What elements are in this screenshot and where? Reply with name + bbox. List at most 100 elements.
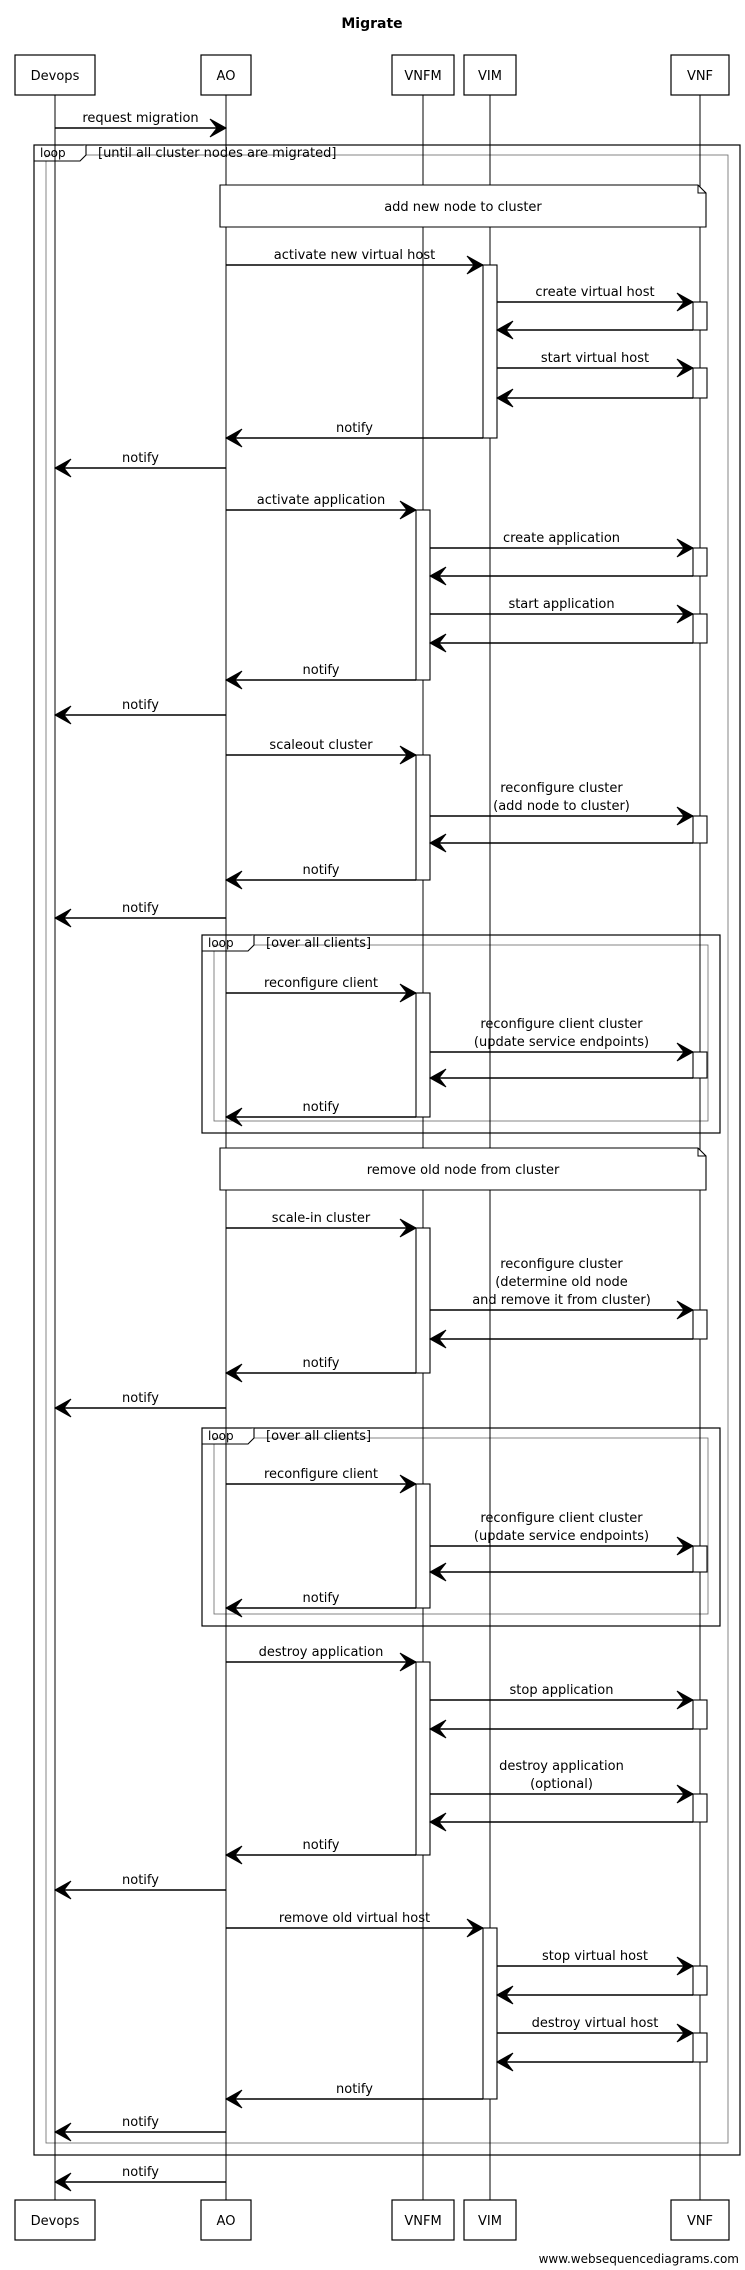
participant-label: VNFM xyxy=(404,69,441,84)
message-label: (determine old node xyxy=(495,1275,628,1290)
arrow-head xyxy=(495,2052,514,2072)
loop-keyword: loop xyxy=(40,146,66,160)
message-label: and remove it from cluster) xyxy=(472,1293,651,1308)
message-arrow: request migration xyxy=(55,111,226,129)
message-arrow: notify xyxy=(226,863,416,881)
activation-vnfm xyxy=(415,1661,431,1856)
loop-condition: [until all cluster nodes are migrated] xyxy=(98,146,336,161)
note-text: remove old node from cluster xyxy=(367,1163,560,1178)
message-arrow: notify xyxy=(55,1391,226,1409)
participant-ao-top: AO xyxy=(200,54,252,96)
message-label: scale-in cluster xyxy=(272,1211,371,1226)
message-arrow: destroy application(optional) xyxy=(430,1759,693,1795)
activation-vim xyxy=(482,1927,498,2100)
arrow-head xyxy=(676,1536,695,1556)
message-arrow: create virtual host xyxy=(497,285,693,303)
participant-label: VNFM xyxy=(404,2214,441,2229)
message-label: notify xyxy=(122,2165,159,2180)
message-arrow: activate new virtual host xyxy=(226,248,483,266)
arrow-head xyxy=(676,292,695,312)
message-label: create virtual host xyxy=(535,285,654,300)
message-arrow: stop application xyxy=(430,1683,693,1701)
message-arrow: notify xyxy=(226,1100,416,1118)
participant-devops-bottom: Devops xyxy=(14,2199,96,2241)
message-label: notify xyxy=(303,1100,340,1115)
loop-frame: loop [until all cluster nodes are migrate… xyxy=(33,144,741,2156)
activation-vnfm xyxy=(415,1483,431,1609)
arrow-head xyxy=(676,806,695,826)
participant-label: VIM xyxy=(478,69,502,84)
arrow-head xyxy=(224,1107,243,1127)
message-label: (update service endpoints) xyxy=(474,1529,649,1544)
message-label: scaleout cluster xyxy=(269,738,373,753)
activation-vnfm xyxy=(415,509,431,681)
message-label: (update service endpoints) xyxy=(474,1035,649,1050)
activation-vnfm xyxy=(415,992,431,1118)
arrow-head xyxy=(53,458,72,478)
message-label: reconfigure client cluster xyxy=(480,1511,643,1526)
loop-condition: [over all clients] xyxy=(266,936,371,951)
participant-ao-bottom: AO xyxy=(200,2199,252,2241)
participant-label: VNF xyxy=(687,2214,713,2229)
loop-keyword: loop xyxy=(208,1429,234,1443)
message-arrow: notify xyxy=(55,901,226,919)
message-label: activate new virtual host xyxy=(274,248,435,263)
message-arrow: notify xyxy=(226,1838,416,1856)
participant-vnf-top: VNF xyxy=(670,54,730,96)
message-label: create application xyxy=(503,531,620,546)
message-label: stop application xyxy=(510,1683,614,1698)
message-label: reconfigure client xyxy=(264,1467,378,1482)
message-label: reconfigure cluster xyxy=(500,1257,623,1272)
participant-label: VIM xyxy=(478,2214,502,2229)
arrow-head xyxy=(428,1812,447,1832)
note: add new node to cluster xyxy=(219,184,707,228)
activation-vnf xyxy=(692,1793,708,1823)
participant-devops-top: Devops xyxy=(14,54,96,96)
message-arrow: notify xyxy=(55,451,226,469)
message-arrow: destroy virtual host xyxy=(497,2016,693,2034)
diagram-title: Migrate xyxy=(341,16,402,32)
activation-vnf xyxy=(692,2032,708,2063)
message-label: (optional) xyxy=(530,1777,593,1792)
arrow-head xyxy=(224,428,243,448)
arrow-head xyxy=(495,320,514,340)
arrow-head xyxy=(399,745,418,765)
participant-vnfm-top: VNFM xyxy=(391,54,455,96)
message-label: notify xyxy=(303,663,340,678)
activation-vnf xyxy=(692,1699,708,1730)
message-label: request migration xyxy=(82,111,198,126)
message-label: reconfigure client cluster xyxy=(480,1017,643,1032)
message-label: destroy application xyxy=(259,1645,384,1660)
message-arrow: scaleout cluster xyxy=(226,738,416,756)
message-arrow: destroy application xyxy=(226,1645,416,1663)
message-arrow: reconfigure client cluster (update servic… xyxy=(430,1511,693,1547)
arrow-head xyxy=(676,604,695,624)
participant-vim-top: VIM xyxy=(463,54,517,96)
participant-label: AO xyxy=(217,2214,236,2229)
message-label: notify xyxy=(122,451,159,466)
arrow-head xyxy=(676,358,695,378)
activation-vnf xyxy=(692,301,708,331)
message-label: notify xyxy=(303,1838,340,1853)
message-label: notify xyxy=(122,1873,159,1888)
arrow-head xyxy=(466,1918,485,1938)
arrow-head xyxy=(399,1218,418,1238)
arrow-head xyxy=(428,1068,447,1088)
message-arrow: remove old virtual host xyxy=(226,1911,483,1929)
message-arrow: reconfigure client cluster (update servic… xyxy=(430,1017,693,1053)
arrow-head xyxy=(209,118,228,138)
activation-vnf xyxy=(692,367,708,399)
activation-vnfm xyxy=(415,754,431,881)
arrow-head xyxy=(53,1880,72,1900)
message-arrow: notify xyxy=(55,2115,226,2133)
activation-vnf xyxy=(692,815,708,844)
arrow-head xyxy=(399,1474,418,1494)
arrow-head xyxy=(676,538,695,558)
message-label: destroy virtual host xyxy=(532,2016,659,2031)
arrow-head xyxy=(428,633,447,653)
arrow-head xyxy=(676,1956,695,1976)
message-label: reconfigure client xyxy=(264,976,378,991)
arrow-head xyxy=(53,908,72,928)
message-label: notify xyxy=(336,2082,373,2097)
